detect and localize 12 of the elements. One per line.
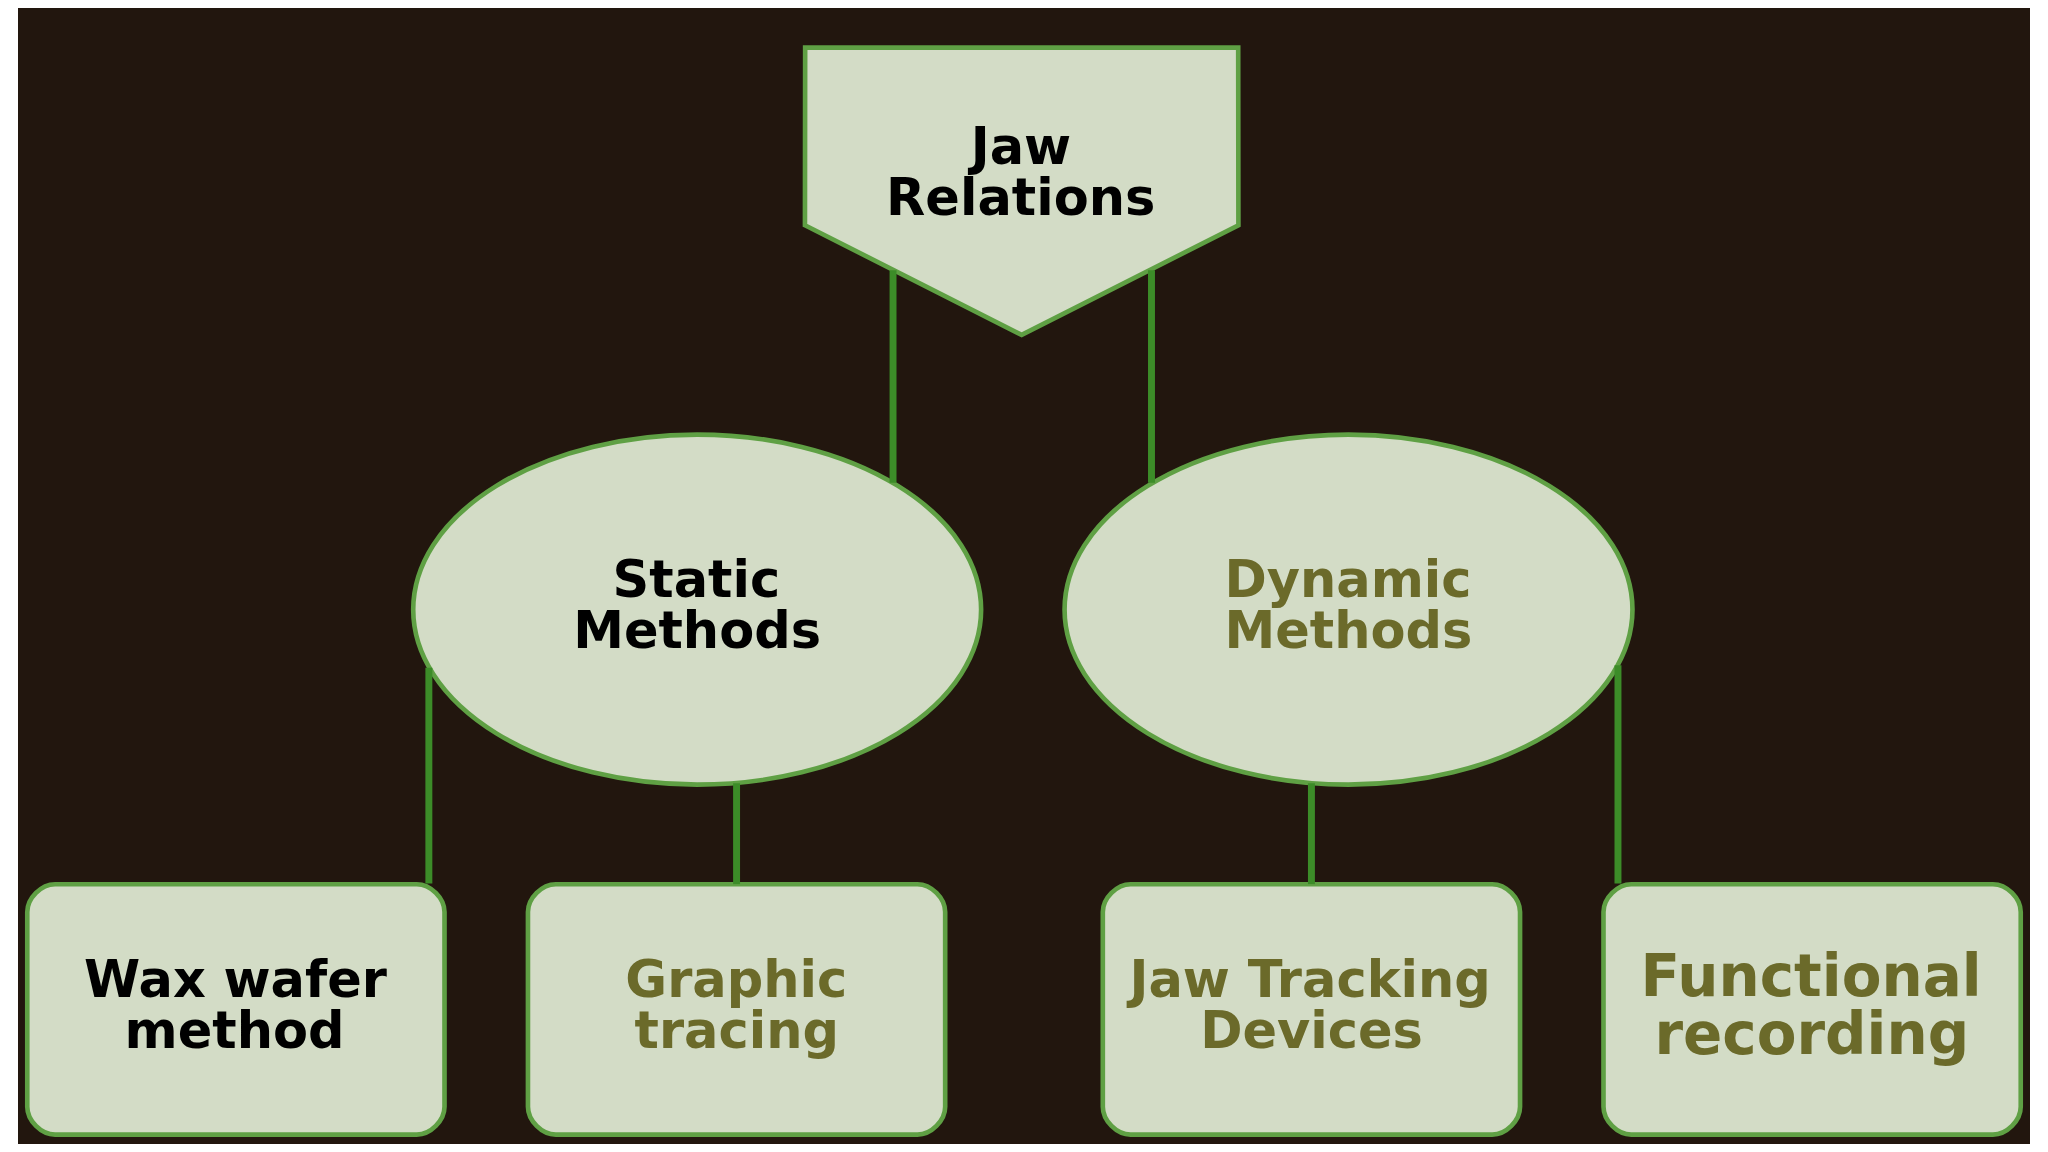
connector [1148, 270, 1155, 483]
node-box: Wax wafer method [24, 881, 447, 1137]
connector [733, 783, 741, 885]
node-ellipse: Dynamic Methods [1062, 432, 1635, 787]
node-box: Graphic tracing [525, 881, 948, 1137]
connector [425, 667, 433, 884]
node-box: Jaw Tracking Devices [1100, 881, 1523, 1137]
node-ellipse: Static Methods [410, 432, 984, 787]
node-box: Functional recording [1601, 881, 2024, 1137]
connector [1614, 665, 1622, 884]
connector [1307, 783, 1315, 885]
connector [889, 270, 897, 483]
